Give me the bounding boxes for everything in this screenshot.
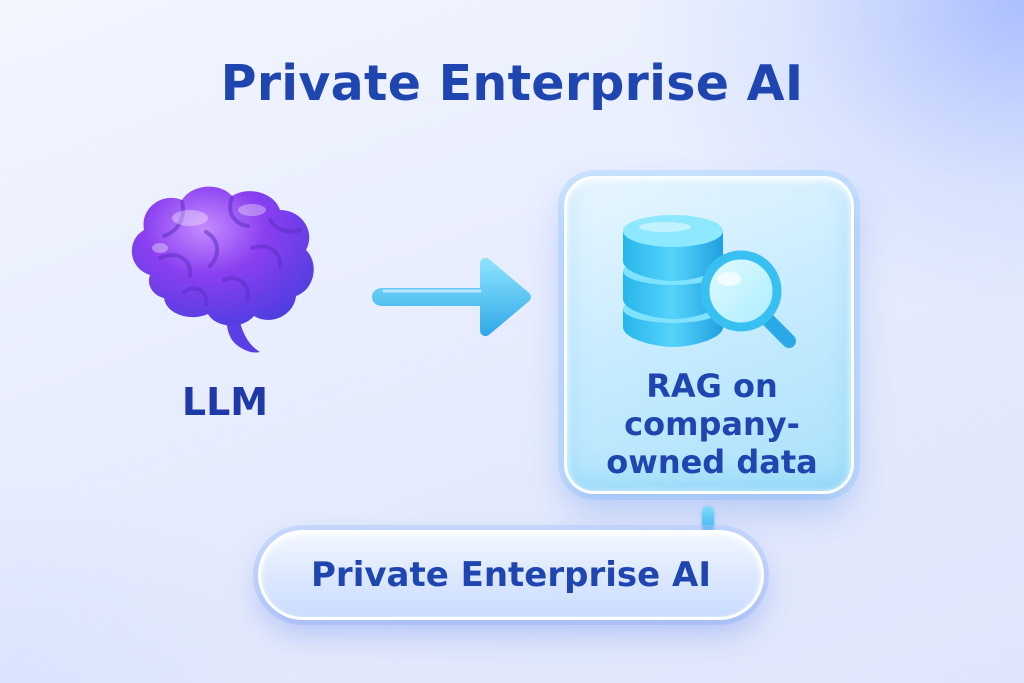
magnifier-icon <box>700 250 796 348</box>
enterprise-ai-pill: Private Enterprise AI <box>258 530 764 620</box>
rag-label-line: company- <box>624 405 800 443</box>
pill-label: Private Enterprise AI <box>311 555 711 595</box>
rag-label-line: RAG on <box>646 367 778 405</box>
llm-node: LLM <box>120 180 330 430</box>
arrow-right-icon <box>372 257 531 337</box>
rag-label: RAG on company- owned data <box>567 367 857 481</box>
rag-card: RAG on company- owned data <box>564 176 854 494</box>
page-title: Private Enterprise AI <box>220 55 804 112</box>
rag-label-line: owned data <box>606 443 818 481</box>
database-search-icon <box>623 215 796 348</box>
connector-stem <box>702 506 714 532</box>
brain-icon <box>131 186 314 353</box>
database-icon <box>623 215 723 347</box>
llm-label: LLM <box>181 380 269 424</box>
